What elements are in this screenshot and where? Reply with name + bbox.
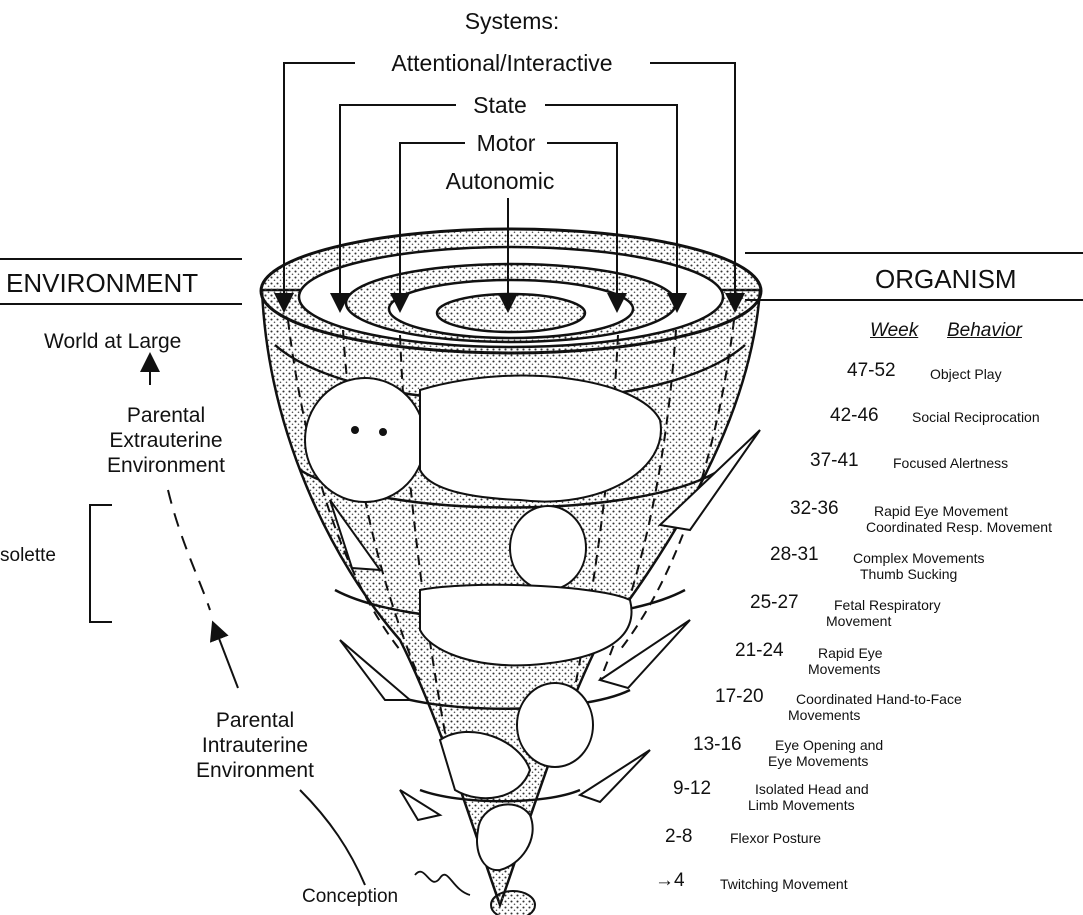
week-label: 32-36 <box>790 498 839 520</box>
system-state-label: State <box>467 92 533 119</box>
behavior-column-header: Behavior <box>947 320 1022 342</box>
infant-figure <box>305 376 661 502</box>
world-at-large-label: World at Large <box>44 330 181 354</box>
week-label: 25-27 <box>750 592 799 614</box>
week-label: 47-52 <box>847 360 896 382</box>
behavior-label: Coordinated Hand-to-Face <box>796 691 962 707</box>
behavior-label: Rapid Eye Movement <box>874 503 1008 519</box>
environment-heading: ENVIRONMENT <box>6 268 198 299</box>
intrauterine-label-line2: Intrauterine <box>202 733 308 758</box>
behavior-label: Focused Alertness <box>893 455 1008 471</box>
system-attentional-label: Attentional/Interactive <box>385 50 618 77</box>
behavior-label: Eye Movements <box>768 753 868 769</box>
behavior-label: Object Play <box>930 366 1002 382</box>
intrauterine-label-line3: Environment <box>196 758 314 783</box>
week-label: 37-41 <box>810 450 859 472</box>
behavior-label: Flexor Posture <box>730 830 821 846</box>
behavior-label: Thumb Sucking <box>860 566 957 582</box>
behavior-label: Twitching Movement <box>720 876 848 892</box>
behavior-label: Coordinated Resp. Movement <box>866 519 1052 535</box>
extrauterine-label-line3: Environment <box>107 453 225 478</box>
extrauterine-label-line1: Parental <box>127 403 205 428</box>
ring-autonomic <box>437 294 585 332</box>
week-column-header: Week <box>870 320 918 342</box>
week-label: 21-24 <box>735 640 784 662</box>
behavior-label: Isolated Head and <box>755 781 869 797</box>
conception-label: Conception <box>302 886 398 908</box>
behavior-label: Eye Opening and <box>775 737 883 753</box>
system-autonomic-label: Autonomic <box>440 168 561 195</box>
week-label: 2-8 <box>665 826 692 848</box>
behavior-label: Movements <box>788 707 860 723</box>
week-label: →4 <box>655 870 685 892</box>
week-label: 9-12 <box>673 778 711 800</box>
behavior-label: Rapid Eye <box>818 645 883 661</box>
isolette-label: solette <box>0 545 56 567</box>
behavior-label: Fetal Respiratory <box>834 597 941 613</box>
extrauterine-label-line2: Extrauterine <box>109 428 222 453</box>
systems-title: Systems: <box>459 8 566 35</box>
week-label: 17-20 <box>715 686 764 708</box>
week-label: 13-16 <box>693 734 742 756</box>
organism-heading: ORGANISM <box>875 264 1017 295</box>
intrauterine-label-line1: Parental <box>216 708 294 733</box>
week-label: 28-31 <box>770 544 819 566</box>
behavior-label: Social Reciprocation <box>912 409 1040 425</box>
behavior-label: Movements <box>808 661 880 677</box>
behavior-label: Movement <box>826 613 891 629</box>
conception-cell <box>491 891 535 915</box>
behavior-label: Complex Movements <box>853 550 985 566</box>
isolette-bracket <box>90 505 112 622</box>
week-label: 42-46 <box>830 405 879 427</box>
behavior-label: Limb Movements <box>748 797 855 813</box>
fetus-figure-early <box>477 804 533 870</box>
system-motor-label: Motor <box>471 130 542 157</box>
